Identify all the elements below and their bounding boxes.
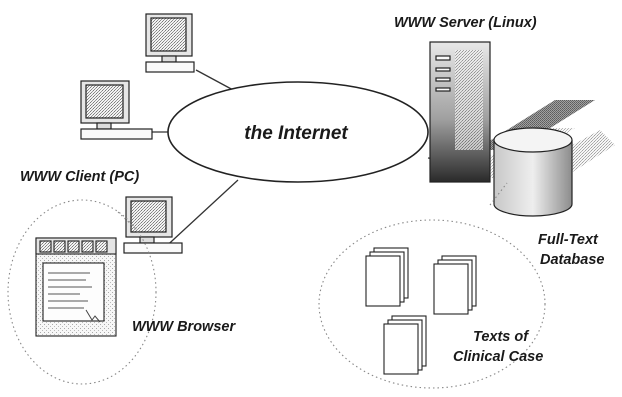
pc-bottom	[123, 196, 183, 254]
internet-label: the Internet	[244, 123, 348, 144]
browser-window	[35, 237, 117, 337]
cases-label-line2: Clinical Case	[453, 349, 543, 365]
pc-middle	[80, 80, 153, 140]
database-cylinder	[493, 127, 573, 217]
browser-label: WWW Browser	[132, 319, 236, 335]
cases-callout	[318, 182, 546, 389]
database-label-line2: Database	[540, 252, 604, 268]
internet-cloud: the Internet	[167, 81, 429, 183]
server-label: WWW Server (Linux)	[394, 15, 537, 31]
browser-callout	[7, 199, 157, 385]
client-label: WWW Client (PC)	[20, 169, 139, 185]
document-stack-3	[383, 315, 427, 375]
server-tower	[429, 41, 491, 183]
database-label-line1: Full-Text	[538, 232, 599, 248]
document-stack-1	[365, 247, 409, 307]
document-stack-2	[433, 255, 477, 315]
cases-label-line1: Texts of	[473, 329, 530, 345]
link-pc3	[159, 179, 239, 253]
pc-top	[145, 13, 195, 73]
